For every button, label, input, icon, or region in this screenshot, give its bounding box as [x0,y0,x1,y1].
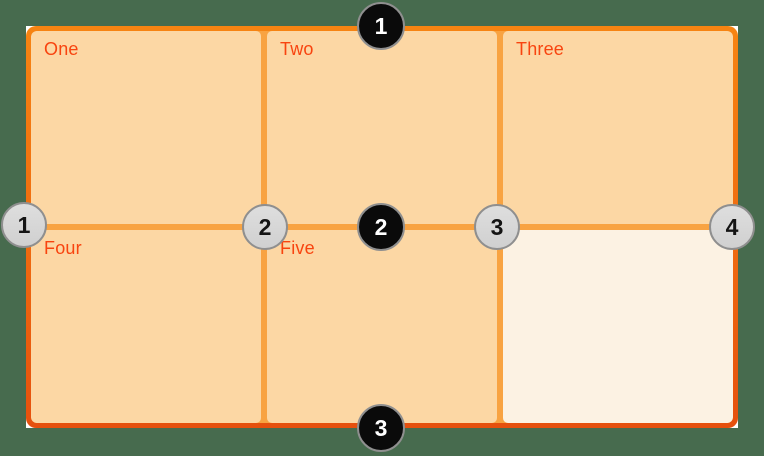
column-line-badge-3: 3 [474,204,520,250]
grid-cell-one: One [31,31,261,224]
cell-label-five: Five [280,238,315,258]
cell-label-four: Four [44,238,82,258]
grid-container: One Two Three Four Five [31,31,733,423]
column-line-badge-1: 1 [1,202,47,248]
column-line-badge-2: 2 [242,204,288,250]
cell-label-one: One [44,39,79,59]
grid-cell-empty [503,230,733,423]
grid-cell-two: Two [267,31,497,224]
row-line-badge-1: 1 [357,2,405,50]
column-line-badge-4: 4 [709,204,755,250]
row-line-badge-3: 3 [357,404,405,452]
row-line-badge-2: 2 [357,203,405,251]
grid-cell-three: Three [503,31,733,224]
grid-cell-four: Four [31,230,261,423]
cell-label-three: Three [516,39,565,59]
grid-cell-five: Five [267,230,497,423]
cell-label-two: Two [280,39,314,59]
